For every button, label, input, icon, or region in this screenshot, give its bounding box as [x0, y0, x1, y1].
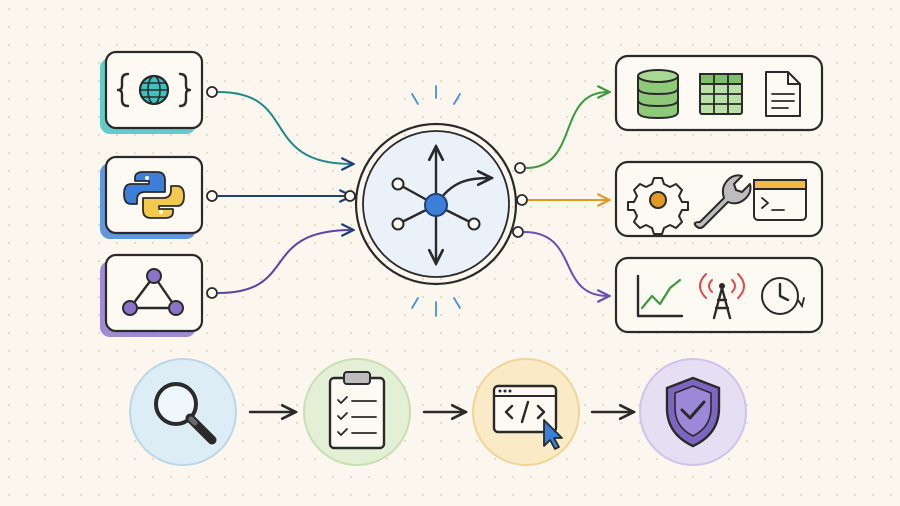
step-search — [129, 358, 237, 466]
code-window-cursor-icon — [492, 384, 563, 450]
document-icon — [765, 71, 801, 117]
output-connectors — [523, 92, 608, 296]
curly-braces-globe-icon — [116, 72, 192, 108]
input-connectors — [206, 86, 352, 299]
step-secure — [639, 358, 747, 466]
process-steps — [129, 358, 747, 466]
clock-icon — [761, 277, 805, 315]
output-card-monitoring — [614, 256, 824, 334]
terminal-window-icon — [753, 179, 807, 221]
python-output-port — [206, 190, 218, 202]
central-hub — [344, 85, 528, 317]
magnifier-icon — [154, 382, 217, 445]
hub-sparkles — [411, 85, 461, 317]
triangle-graph-icon — [122, 268, 184, 316]
step-code — [472, 358, 580, 466]
input-card-python — [100, 155, 204, 239]
wrench-icon — [693, 174, 752, 229]
database-icon — [637, 69, 679, 120]
line-chart-icon — [636, 274, 684, 318]
input-card-api — [100, 50, 204, 134]
graph-output-port — [206, 287, 218, 299]
signal-tower-icon — [699, 273, 745, 320]
shield-check-icon — [665, 376, 721, 448]
network-hub-icon — [391, 148, 491, 262]
step-checklist — [303, 358, 411, 466]
input-card-graph — [100, 253, 204, 337]
api-output-port — [206, 86, 218, 98]
python-logo-icon — [123, 171, 185, 219]
gear-icon — [627, 177, 689, 235]
spreadsheet-icon — [699, 73, 743, 115]
output-card-tools — [614, 160, 824, 238]
clipboard-checklist-icon — [328, 371, 386, 450]
output-card-data — [614, 54, 824, 132]
